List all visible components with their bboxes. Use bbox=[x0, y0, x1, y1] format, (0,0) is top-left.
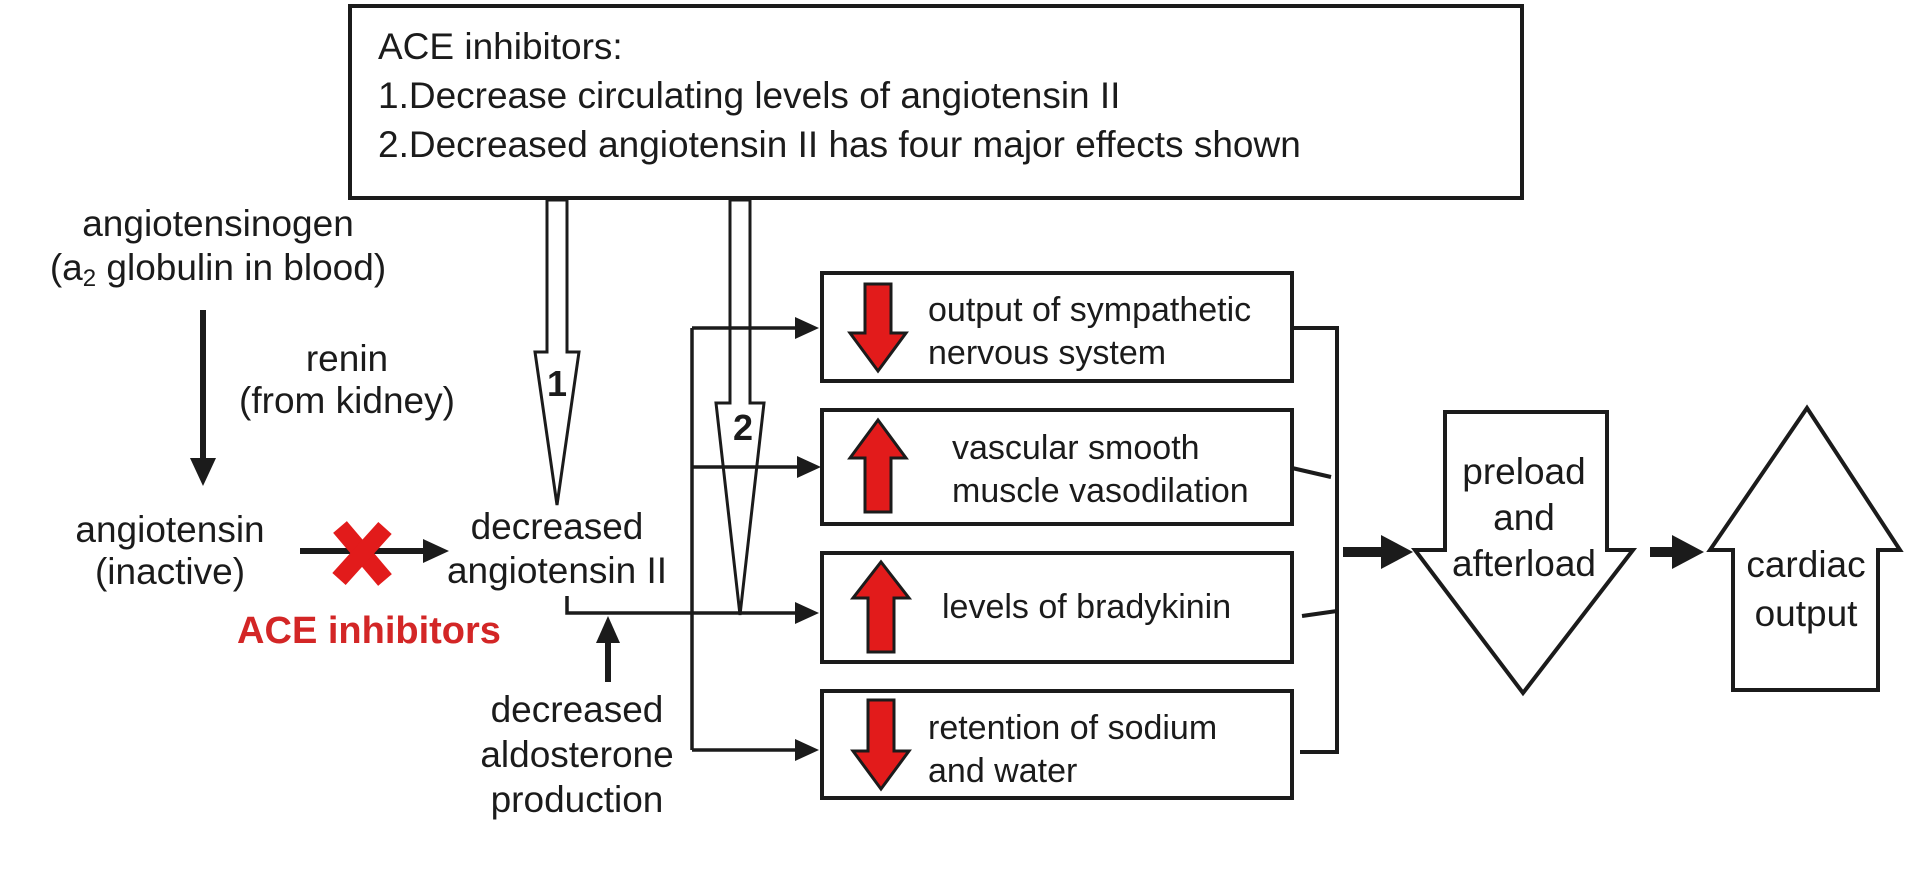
preload-line2: and bbox=[1493, 497, 1555, 538]
info-line-1: 1.Decrease circulating levels of angiote… bbox=[378, 75, 1121, 116]
cardiac-up-block-arrow bbox=[1706, 404, 1904, 692]
branch-arrow-vasodilation-head bbox=[797, 456, 821, 478]
branch-arrow-sodium-head bbox=[795, 739, 819, 761]
decreased-aldosterone-label: decreased aldosterone production bbox=[480, 687, 673, 822]
angiotensin-line1: angiotensin bbox=[75, 509, 265, 550]
red-down-arrow-icon bbox=[850, 698, 912, 792]
red-up-arrow-icon bbox=[849, 559, 913, 654]
hollow-arrow-2 bbox=[714, 198, 766, 616]
arrow-2-number: 2 bbox=[732, 407, 754, 448]
bradykinin-arrow-head bbox=[795, 602, 819, 624]
ace-inhibitors-red-label: ACE inhibitors bbox=[237, 610, 501, 652]
red-down-arrow-icon bbox=[847, 282, 909, 374]
to-preload-arrow-head bbox=[1381, 535, 1413, 569]
cardiac-line2: output bbox=[1754, 593, 1858, 634]
angiotensin-line2: (inactive) bbox=[94, 551, 246, 592]
arrow-1-number: 1 bbox=[546, 363, 568, 404]
angiotensinogen-label: angiotensinogen (a2 globulin in blood) bbox=[50, 202, 386, 301]
bracket-tick-vasodilation bbox=[1291, 466, 1332, 479]
vasodilation-line1: vascular smooth bbox=[952, 429, 1200, 467]
effect-box-sodium-text: retention of sodium and water bbox=[928, 707, 1217, 793]
effect-box-sympathetic-outline bbox=[820, 271, 1294, 383]
aldosterone-line1: decreased bbox=[490, 689, 664, 730]
sodium-line2: and water bbox=[928, 752, 1078, 790]
decreased-angiotensin-line2: angiotensin II bbox=[446, 550, 668, 591]
aldosterone-line2: aldosterone bbox=[480, 734, 674, 775]
red-up-arrow-icon bbox=[847, 417, 909, 514]
renin-label: renin (from kidney) bbox=[239, 338, 455, 422]
branch-arrow-sympathetic-head bbox=[795, 317, 819, 339]
renin-line1: renin bbox=[305, 338, 389, 379]
decreased-angiotensin-line1: decreased bbox=[470, 506, 644, 547]
effect-box-vasodilation-text: vascular smooth muscle vasodilation bbox=[952, 427, 1249, 513]
hollow-arrow-1 bbox=[533, 198, 581, 506]
preload-line3: afterload bbox=[1452, 543, 1596, 584]
cardiac-output-label: cardiac output bbox=[1746, 540, 1865, 638]
info-line-title: ACE inhibitors: bbox=[378, 26, 623, 67]
sympathetic-line1: output of sympathetic bbox=[928, 291, 1252, 329]
angiotensin-inactive-label: angiotensin (inactive) bbox=[75, 509, 264, 593]
effect-box-vasodilation-outline bbox=[820, 408, 1294, 526]
preload-afterload-label: preload and afterload bbox=[1452, 449, 1596, 587]
ace-inhibitors-info-box-outline bbox=[348, 4, 1524, 200]
to-cardiac-arrow-head bbox=[1672, 535, 1704, 569]
bradykinin-line1: levels of bradykinin bbox=[942, 588, 1232, 626]
collector-bracket bbox=[1293, 326, 1339, 754]
red-x-block-icon bbox=[332, 521, 392, 586]
cardiac-line1: cardiac bbox=[1746, 544, 1866, 585]
renin-arrow-head bbox=[190, 458, 216, 486]
decreased-angiotensin-label: decreased angiotensin II bbox=[447, 505, 667, 593]
vasodilation-line2: muscle vasodilation bbox=[952, 472, 1249, 510]
aldosterone-arrow-head bbox=[596, 616, 620, 643]
effect-box-bradykinin-outline bbox=[820, 551, 1294, 664]
aldosterone-line3: production bbox=[490, 779, 664, 820]
effect-box-sodium-outline bbox=[820, 689, 1294, 800]
effect-box-bradykinin-text: levels of bradykinin bbox=[942, 586, 1231, 629]
angiotensinogen-line2: (a2 globulin in blood) bbox=[49, 247, 387, 292]
sodium-line1: retention of sodium bbox=[928, 709, 1218, 747]
bracket-tick-bradykinin bbox=[1301, 609, 1338, 618]
preload-line1: preload bbox=[1462, 451, 1586, 492]
conversion-arrow-head bbox=[423, 539, 449, 563]
renin-line2: (from kidney) bbox=[239, 380, 455, 421]
preload-down-block-arrow bbox=[1410, 410, 1638, 697]
angiotensinogen-line1: angiotensinogen bbox=[82, 203, 354, 244]
sympathetic-line2: nervous system bbox=[928, 334, 1167, 372]
info-line-2: 2.Decreased angiotensin II has four majo… bbox=[378, 124, 1301, 165]
angiotensin-to-bradykinin-connector bbox=[565, 596, 798, 615]
ace-inhibitors-info-text: ACE inhibitors: 1.Decrease circulating l… bbox=[378, 22, 1301, 169]
effect-box-sympathetic-text: output of sympathetic nervous system bbox=[928, 289, 1251, 375]
